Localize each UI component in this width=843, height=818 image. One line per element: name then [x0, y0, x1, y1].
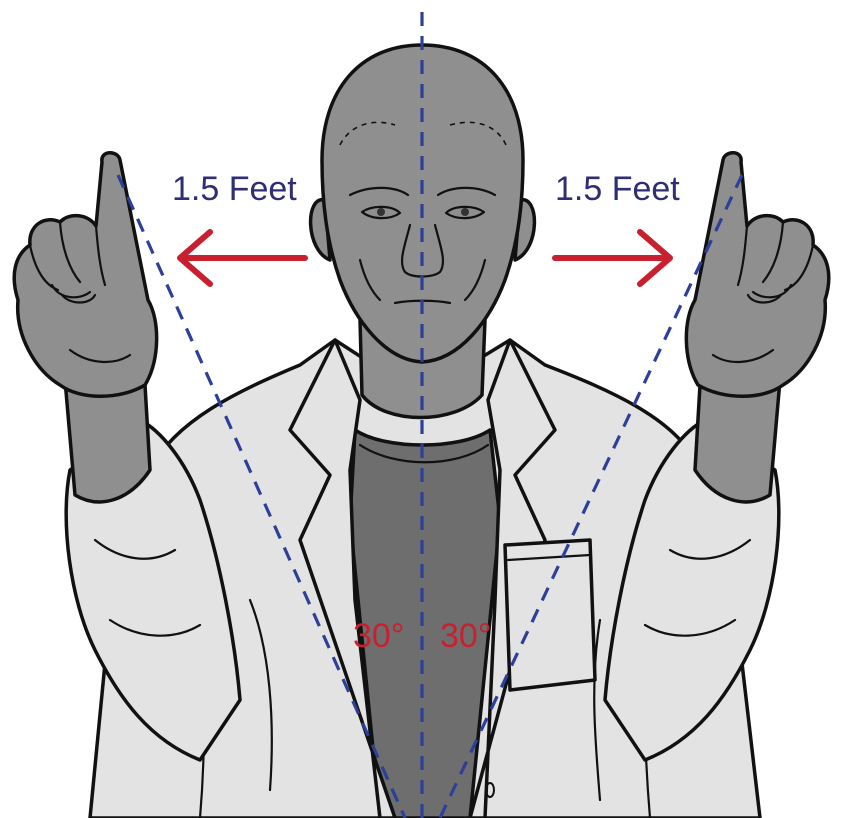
left-arrow	[180, 232, 305, 284]
left-hand	[14, 153, 156, 397]
left-angle-label: 30°	[353, 617, 404, 655]
right-distance-label: 1.5 Feet	[555, 170, 680, 208]
right-hand	[686, 153, 828, 397]
left-distance-label: 1.5 Feet	[172, 170, 297, 208]
right-arrow	[555, 232, 670, 284]
right-angle-label: 30°	[440, 617, 491, 655]
